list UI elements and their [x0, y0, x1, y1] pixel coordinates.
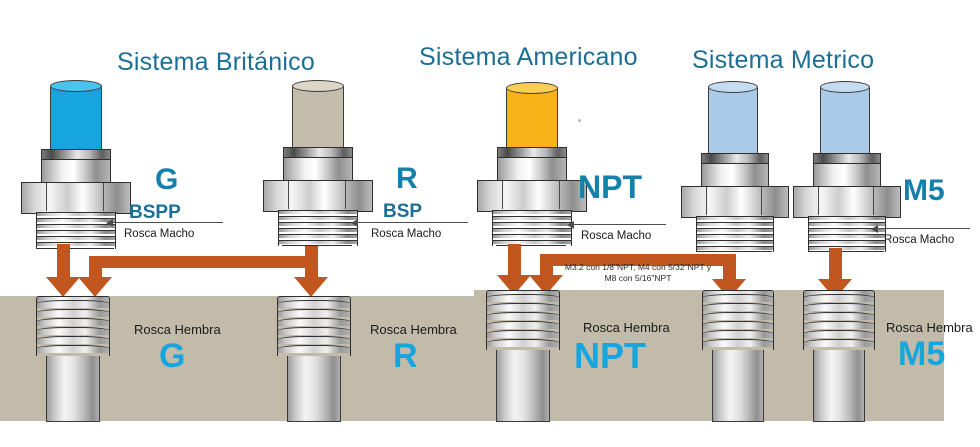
female-shank-r: [287, 356, 341, 422]
caption-rosca-macho-r: Rosca Macho: [371, 228, 442, 240]
code-bottom-g: G: [159, 337, 186, 375]
plug-body-m5: [820, 87, 870, 153]
female-shank-npt: [496, 350, 550, 422]
caption-rosca-macho-npt: Rosca Macho: [581, 230, 652, 242]
plug-rim-r: [292, 80, 344, 92]
male-thread-r: [278, 210, 358, 246]
arrow-stem-npt: [508, 244, 521, 277]
female-shank-g: [46, 356, 100, 422]
thread-tip-m5-a: [696, 251, 772, 252]
pointer-arrow-g: [106, 219, 113, 227]
system-title-britanico: Sistema Británico: [117, 48, 315, 76]
code-top-r: R: [396, 162, 418, 195]
plug-rim-m5-a: [708, 81, 758, 93]
pointer-arrow-m5: [871, 225, 878, 233]
pointer-line-m5: [878, 228, 970, 229]
system-title-metrico: Sistema Metrico: [692, 46, 875, 74]
female-thread-body-metric-a: [702, 294, 774, 350]
arrow-head-g: [46, 277, 80, 297]
male-thread-m5-a: [696, 216, 774, 252]
bracket-horizontal: [89, 256, 318, 268]
plug-body-r: [292, 86, 344, 147]
code-bottom-m5: M5: [898, 335, 946, 373]
bracket-vertical-right: [305, 246, 318, 279]
caption-rosca-hembra-g: Rosca Hembra: [134, 322, 221, 337]
body-npt: [497, 157, 567, 184]
body-g: [41, 159, 111, 186]
female-shank-metric-a: [712, 350, 764, 422]
thread-tip-npt: [496, 245, 566, 246]
plug-rim-npt: [506, 82, 558, 94]
code-top-m5: M5: [903, 174, 945, 207]
arrow-head-bracket-right: [294, 277, 328, 297]
caption-rosca-hembra-npt: Rosca Hembra: [583, 320, 670, 335]
arrow-head-bracket-left: [78, 277, 112, 297]
speck-dot: [578, 119, 581, 122]
code-sub-bsp: BSP: [383, 201, 423, 222]
system-title-americano: Sistema Americano: [419, 43, 638, 71]
female-band-right: [474, 290, 944, 421]
thread-tip-m5: [808, 251, 884, 252]
pointer-line-npt: [574, 224, 666, 225]
pointer-line-r: [358, 222, 468, 223]
code-top-g: G: [155, 163, 179, 196]
npt-metric-note-line1: M3.2 con 1/8"NPT, M4 con 5/32"NPT y: [564, 262, 712, 272]
code-sub-bspp: BSPP: [129, 202, 181, 223]
female-shank-m5: [813, 350, 865, 422]
pointer-arrow-r: [351, 219, 358, 227]
npt-metric-note: M3.2 con 1/8"NPT, M4 con 5/32"NPT y M8 c…: [558, 262, 718, 283]
thread-tip-g: [36, 248, 114, 249]
female-thread-body-m5: [803, 294, 875, 350]
pointer-line-g: [113, 222, 223, 223]
female-thread-body-g: [36, 300, 110, 356]
body-m5-a: [701, 163, 769, 190]
plug-rim-m5: [820, 81, 870, 93]
plug-body-npt: [506, 88, 558, 147]
thread-tip-r: [282, 245, 352, 246]
caption-rosca-macho-g: Rosca Macho: [124, 228, 195, 240]
plug-rim-g: [50, 80, 102, 92]
npt-metric-note-line2: M8 con 5/16"NPT: [604, 272, 672, 283]
code-bottom-npt: NPT: [574, 335, 646, 376]
bracket2-vertical-right: [723, 254, 736, 281]
male-thread-npt: [492, 210, 572, 246]
caption-rosca-hembra-m5: Rosca Hembra: [886, 320, 973, 335]
bracket2-horizontal: [540, 254, 736, 266]
caption-rosca-macho-m5: Rosca Macho: [884, 234, 955, 246]
female-thread-body-r: [277, 300, 351, 356]
pointer-arrow-npt: [567, 221, 574, 229]
code-bottom-r: R: [393, 337, 418, 375]
female-thread-body-npt: [486, 294, 560, 350]
plug-body-m5-a: [708, 87, 758, 153]
plug-body-g: [50, 86, 102, 149]
arrow-stem-m5: [829, 248, 842, 281]
body-r: [283, 157, 353, 184]
male-thread-g: [36, 212, 116, 249]
male-thread-m5: [808, 216, 886, 252]
arrow-stem-g: [57, 244, 70, 279]
code-top-npt: NPT: [578, 169, 642, 205]
caption-rosca-hembra-r: Rosca Hembra: [370, 322, 457, 337]
